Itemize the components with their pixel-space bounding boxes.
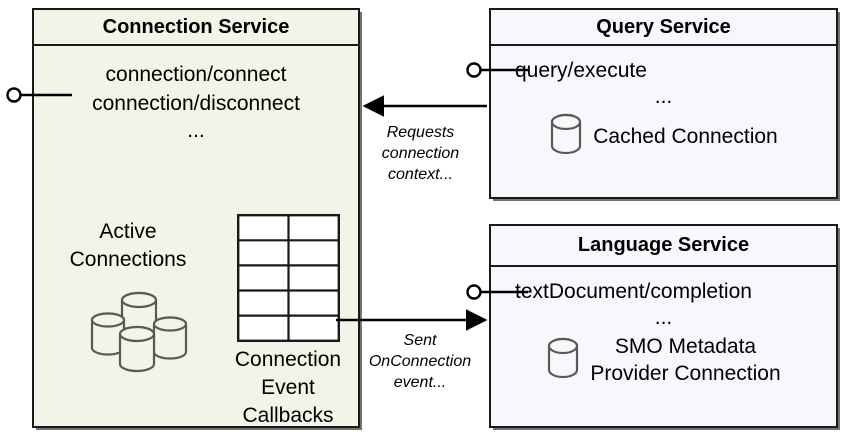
table-grid-icon — [237, 214, 340, 342]
sent-label-line1: Sent — [403, 332, 437, 349]
connection-service-component[interactable]: Connection Service connection/connect co… — [32, 8, 360, 428]
language-service-title: Language Service — [491, 226, 836, 267]
database-cluster-icon — [84, 288, 194, 378]
operation-textdocument-completion: textDocument/completion — [515, 280, 752, 303]
sent-label-line3: event... — [393, 374, 447, 391]
query-service-title: Query Service — [491, 10, 836, 46]
operation-query-execute: query/execute — [515, 59, 647, 82]
callbacks-label-line3: Callbacks — [242, 404, 334, 427]
language-service-component[interactable]: Language Service textDocument/completion… — [489, 224, 838, 428]
query-operations-ellipsis: ... — [654, 85, 673, 108]
callbacks-label-line1: Connection — [234, 348, 342, 371]
query-service-component[interactable]: Query Service query/execute ... Cached C… — [489, 8, 838, 199]
callbacks-label-line2: Event — [261, 376, 315, 399]
connection-service-title: Connection Service — [34, 10, 358, 46]
requests-label-line1: Requests — [386, 124, 455, 141]
database-cylinder-icon — [546, 336, 580, 385]
active-connections-label-line2: Connections — [69, 248, 187, 271]
language-operations-ellipsis: ... — [654, 306, 673, 329]
requests-label-line2: connection — [381, 145, 460, 162]
language-service-body: textDocument/completion ... SMO Metadata… — [491, 267, 836, 426]
edge-label-requests-connection-context: Requests connection context... — [358, 122, 483, 185]
operation-connection-disconnect: connection/disconnect — [92, 92, 300, 115]
active-connections-label: Active Connections — [48, 218, 208, 274]
smo-label-line2: Provider Connection — [590, 362, 781, 385]
connection-event-callbacks-label: Connection Event Callbacks — [210, 346, 366, 430]
requests-label-line3: context... — [388, 166, 453, 183]
sent-label-line2: OnConnection — [368, 353, 472, 370]
smo-metadata-provider-label: SMO Metadata Provider Connection — [590, 333, 780, 387]
smo-metadata-provider-resource: SMO Metadata Provider Connection — [491, 333, 836, 387]
cached-connection-label: Cached Connection — [593, 125, 778, 148]
smo-label-line1: SMO Metadata — [614, 335, 757, 358]
connection-service-body: connection/connect connection/disconnect… — [34, 46, 358, 427]
query-service-body: query/execute ... Cached Connection — [491, 46, 836, 197]
operations-ellipsis: ... — [187, 119, 205, 142]
cached-connection-resource: Cached Connection — [491, 112, 836, 161]
active-connections-label-line1: Active — [99, 220, 157, 243]
database-cylinder-icon — [549, 112, 583, 161]
edge-label-sent-onconnection-event: Sent OnConnection event... — [350, 330, 490, 393]
operation-connection-connect: connection/connect — [105, 63, 287, 86]
connection-service-operations: connection/connect connection/disconnect… — [34, 60, 358, 144]
